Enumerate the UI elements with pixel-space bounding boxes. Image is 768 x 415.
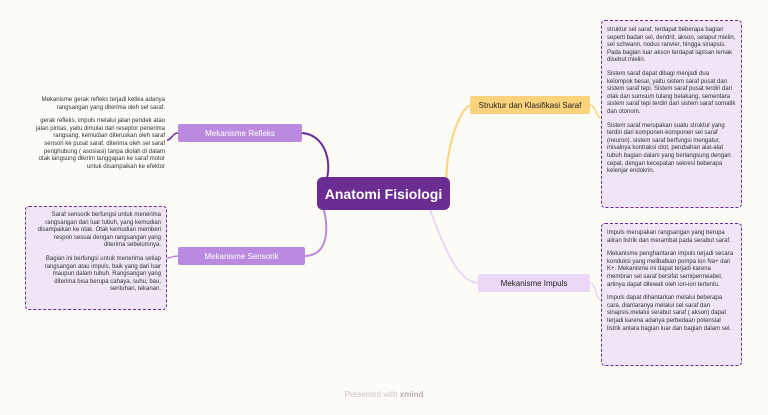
note-struktur-p2: Sistem saraf dapat dibagi menjadi dua ke… (607, 70, 736, 115)
xmind-logo: xmind (399, 390, 424, 399)
edge-refleks-note (166, 132, 179, 141)
note-sensorik[interactable]: Saraf sensorik berfungsi untuk menerima … (25, 206, 167, 310)
note-impuls-p3: Impuls dapat dihantarkan melalui beberap… (607, 295, 732, 332)
note-struktur-p3: Sistem saraf merupakan suatu struktur ya… (607, 122, 731, 175)
edge-struktur-note (589, 104, 602, 119)
note-sensorik-p2: Bagian ini berfungsi untuk menerima seti… (44, 255, 161, 293)
topic-struktur[interactable]: Struktur dan Klasifikasi Saraf (470, 96, 590, 114)
edge-impuls (429, 209, 479, 284)
topic-refleks[interactable]: Mekanisme Refleks (178, 124, 302, 142)
edge-struktur (445, 104, 471, 194)
note-impuls-p1: Impuls merupakan rangsangan yang berupa … (607, 230, 731, 244)
note-refleks-p1: Mekanisme gerak refleks terjadi ketika a… (41, 97, 165, 111)
footer-prefix: Presented with (344, 390, 398, 399)
note-struktur[interactable]: struktur sel saraf, terdapat beberapa ba… (601, 20, 742, 208)
topic-sensorik[interactable]: Mekanisme Sensorik (178, 247, 305, 265)
note-struktur-p1: struktur sel saraf, terdapat beberapa ba… (607, 27, 736, 64)
central-topic[interactable]: Anatomi Fisiologi (317, 177, 450, 210)
edge-impuls-note (589, 282, 602, 301)
note-sensorik-p1: Saraf sensorik berfungsi untuk menerima … (37, 212, 161, 249)
topic-impuls[interactable]: Mekanisme Impuls (478, 274, 590, 292)
note-impuls-p2: Mekanisme penghantaran impuls terjadi se… (607, 251, 734, 288)
note-refleks-p2: gerak refleks, impuls melalui jalan pend… (35, 118, 165, 170)
note-impuls[interactable]: Impuls merupakan rangsangan yang berupa … (601, 223, 742, 366)
edge-sensorik-note (166, 255, 179, 259)
note-refleks[interactable]: Mekanisme gerak refleks terjadi ketika a… (33, 97, 165, 171)
presented-with-footer: Presented with xmind (0, 390, 768, 399)
